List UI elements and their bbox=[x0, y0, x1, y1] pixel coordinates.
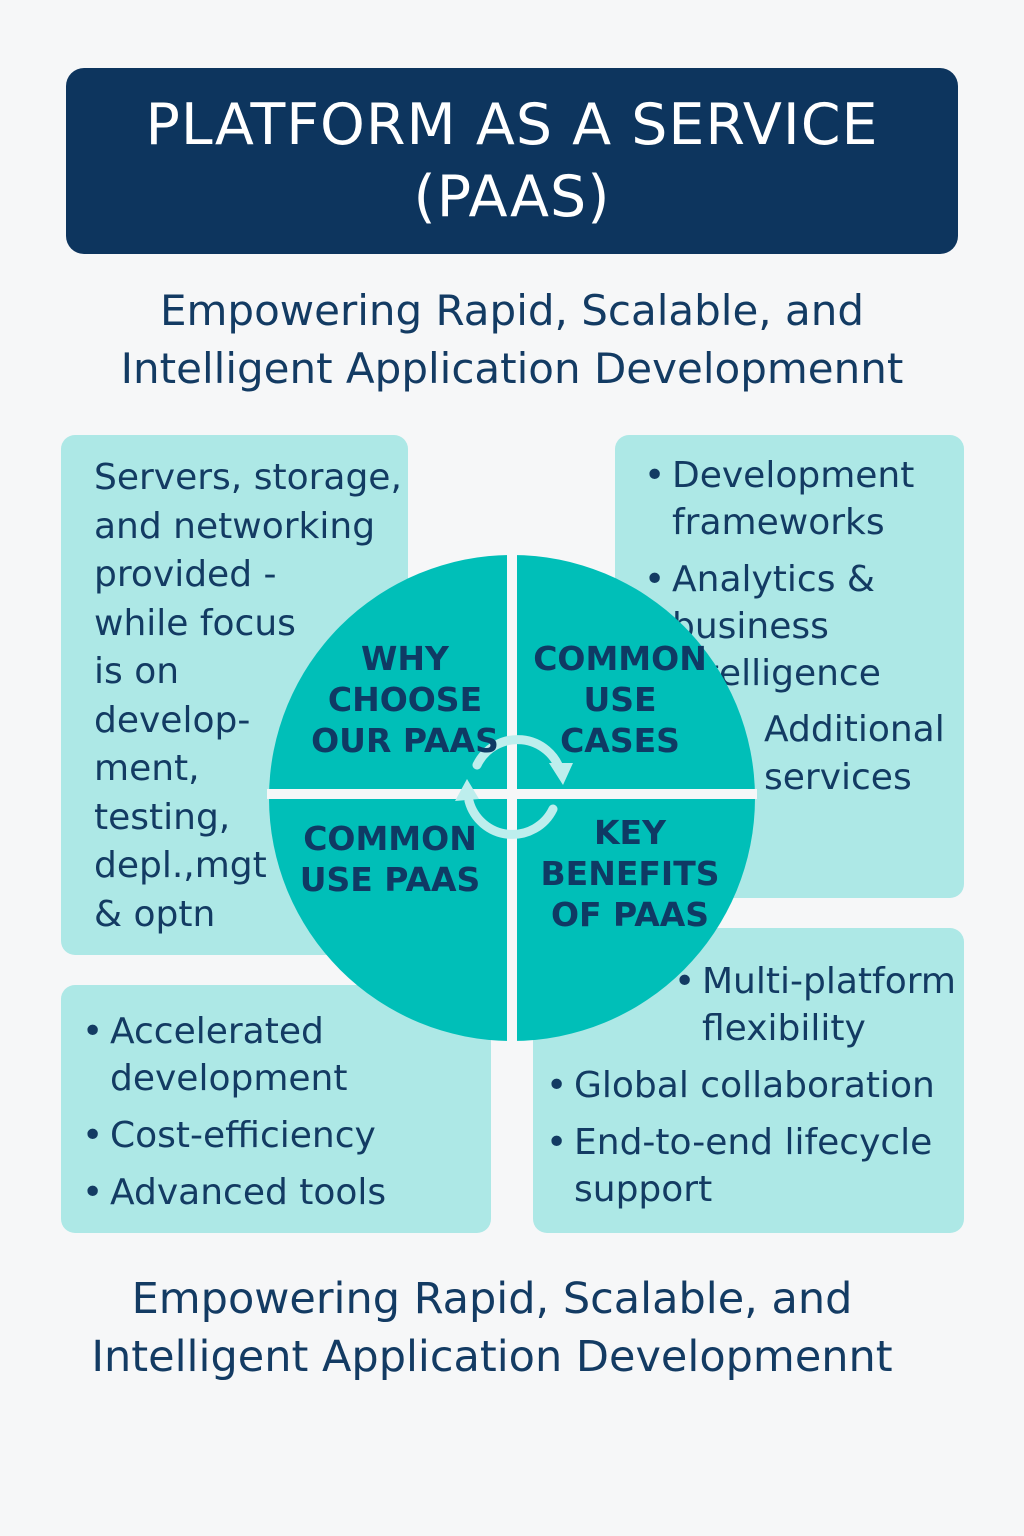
title-banner: PLATFORM AS A SERVICE (PAAS) bbox=[66, 68, 958, 254]
subtitle-bottom: Empowering Rapid, Scalable, and Intellig… bbox=[91, 1274, 893, 1382]
bullet-icon: • bbox=[82, 1172, 104, 1213]
list-item: •Cost-efficiency bbox=[82, 1112, 482, 1159]
panel-bottom-left bbox=[61, 985, 491, 1233]
bullet-icon: • bbox=[546, 1065, 568, 1106]
list-item: •Advanced tools bbox=[82, 1169, 482, 1216]
list-item: •End-to-end lifecycle support bbox=[546, 1119, 958, 1213]
list-item: •Accelerated development bbox=[82, 1008, 482, 1102]
text-line: testing, bbox=[94, 796, 231, 838]
quadrant-wheel bbox=[267, 553, 757, 1043]
text-line: and networking bbox=[94, 505, 376, 547]
cycle-arrows-icon bbox=[464, 735, 566, 839]
text-line: while focus bbox=[94, 602, 296, 644]
additional-services-text: Additional services bbox=[764, 709, 945, 798]
list-item: •Multi-platform flexibility bbox=[674, 958, 958, 1052]
quadrant-key-benefits: KEY BENEFITS OF PAAS bbox=[540, 813, 720, 934]
quadrant-common-use-paas: COMMON USE PAAS bbox=[299, 819, 481, 899]
text-line: provided - bbox=[94, 554, 277, 595]
bullet-icon: • bbox=[82, 1011, 104, 1052]
list-item: •Development frameworks bbox=[644, 452, 964, 546]
panel-top-left-text: Servers, storage, and networking provide… bbox=[94, 454, 404, 939]
panel-bottom-left-list: •Accelerated development •Cost-efficienc… bbox=[82, 1008, 482, 1226]
quadrant-common-use-cases: COMMON USE CASES bbox=[533, 639, 707, 760]
arrow-head-icon bbox=[455, 779, 479, 801]
arrow-head-icon bbox=[549, 763, 573, 785]
page-title: PLATFORM AS A SERVICE (PAAS) bbox=[145, 92, 879, 230]
quadrant-why-choose: WHY CHOOSE OUR PAAS bbox=[311, 639, 499, 760]
text-line: develop- bbox=[94, 699, 251, 741]
text-line: depl.,mgt bbox=[94, 845, 267, 886]
panel-top-right-list: •Development frameworks •Analytics & bus… bbox=[644, 452, 964, 707]
panel-bottom-right-list: •Multi-platform flexibility •Global coll… bbox=[546, 958, 958, 1223]
text-line: is on bbox=[94, 651, 180, 692]
subtitle-top: Empowering Rapid, Scalable, and Intellig… bbox=[120, 286, 904, 393]
text-line: & optn bbox=[94, 893, 216, 935]
bullet-icon: • bbox=[82, 1115, 104, 1156]
list-item: •Global collaboration bbox=[546, 1062, 958, 1109]
text-line: ment, bbox=[94, 748, 200, 789]
bullet-icon: • bbox=[644, 559, 666, 600]
bullet-icon: • bbox=[644, 455, 666, 496]
text-line: Servers, storage, bbox=[94, 457, 402, 498]
bullet-icon: • bbox=[546, 1122, 568, 1163]
wheel-divider-horizontal bbox=[267, 789, 757, 799]
